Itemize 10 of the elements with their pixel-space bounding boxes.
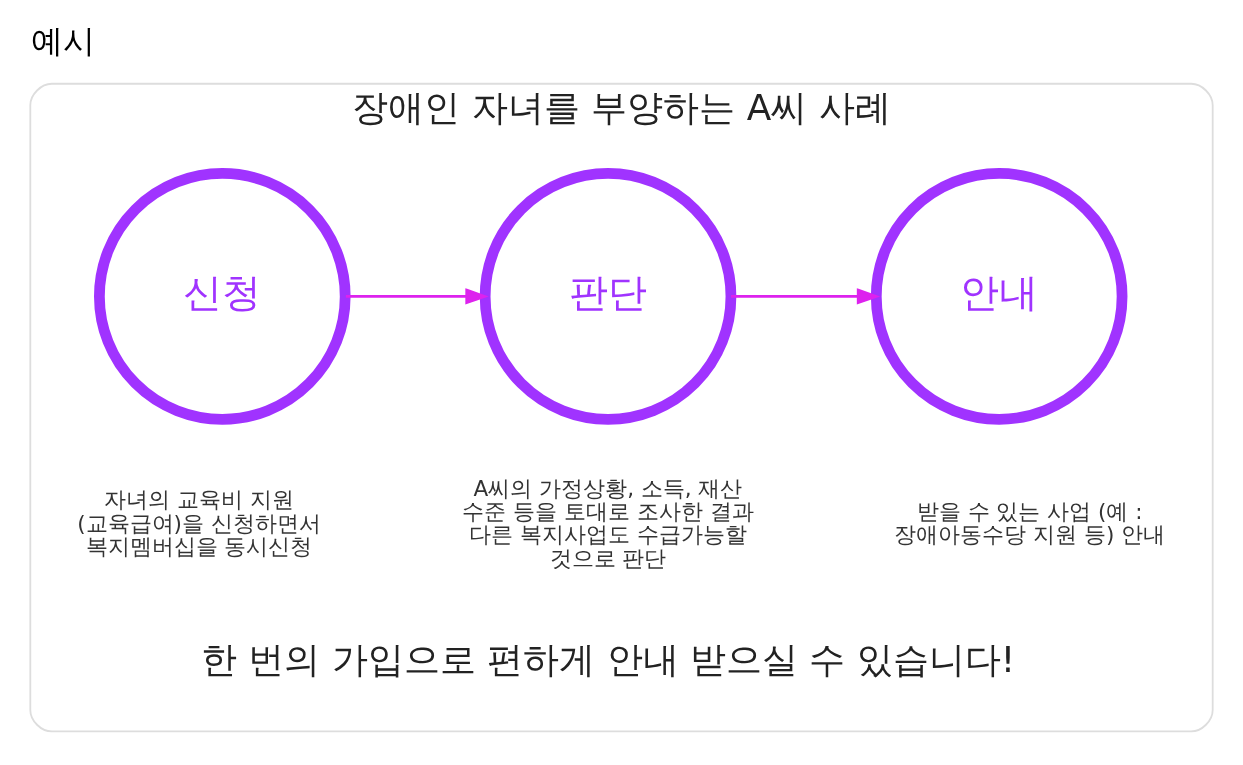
node-label: 받을 수 있는 사업 (예 : 장애아동수당 지원 등) 안내 <box>894 499 1166 548</box>
diagram-title: 예시 <box>31 22 96 61</box>
arrow <box>731 288 881 305</box>
node-circle: 판단 <box>479 168 737 425</box>
node-circle: 신청 <box>94 168 351 425</box>
node-circle: 안내 <box>870 168 1128 425</box>
node-label: 자녀의 교육비 지원 (교육급여)을 신청하면서 복지멤버십을 동시신청 <box>77 487 321 560</box>
label: 한 번의 가입으로 편하게 안내 받으실 수 있습니다! <box>200 639 1016 681</box>
arrow <box>345 288 489 305</box>
node-label: A씨의 가정상황, 소득, 재산 수준 등을 토대로 조사한 결과 다른 복지사업도 수급가능할 것으로 판단 <box>462 475 754 571</box>
